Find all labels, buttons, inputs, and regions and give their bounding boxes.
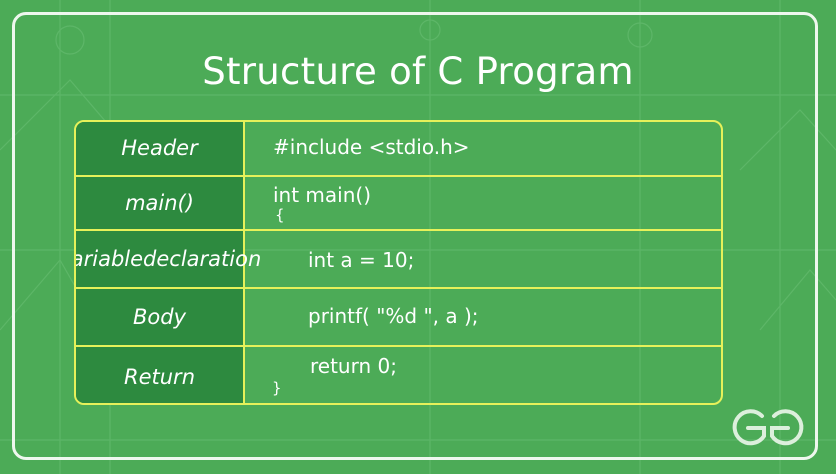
row-label: main() <box>76 177 245 229</box>
code-brace-open: { <box>275 206 285 224</box>
code-line: #include <stdio.h> <box>273 135 470 159</box>
table-row-main: main() int main() { <box>76 175 721 229</box>
row-label: Body <box>76 289 245 345</box>
code-brace-close: } <box>272 379 282 397</box>
row-label: Variable declaration <box>76 231 261 287</box>
table-row-body: Body printf( "%d ", a ); <box>76 287 721 345</box>
code-line: int main() <box>273 183 372 207</box>
code-line: printf( "%d ", a ); <box>308 304 479 328</box>
table-row-variable-declaration: Variable declaration int a = 10; <box>76 229 721 287</box>
page-title: Structure of C Program <box>202 50 634 93</box>
outer-frame <box>12 12 818 460</box>
row-label: Header <box>76 122 245 175</box>
row-label-line: Variable <box>76 246 144 271</box>
table-row-return: Return return 0; } <box>76 345 721 403</box>
row-label-line: declaration <box>143 246 262 271</box>
table-row-header: Header #include <stdio.h> <box>76 122 721 175</box>
row-label: Return <box>76 347 245 403</box>
structure-table: Header #include <stdio.h> main() int mai… <box>74 120 723 405</box>
gfg-logo-icon <box>732 409 804 446</box>
code-line: return 0; <box>310 354 397 378</box>
code-line: int a = 10; <box>308 248 415 272</box>
